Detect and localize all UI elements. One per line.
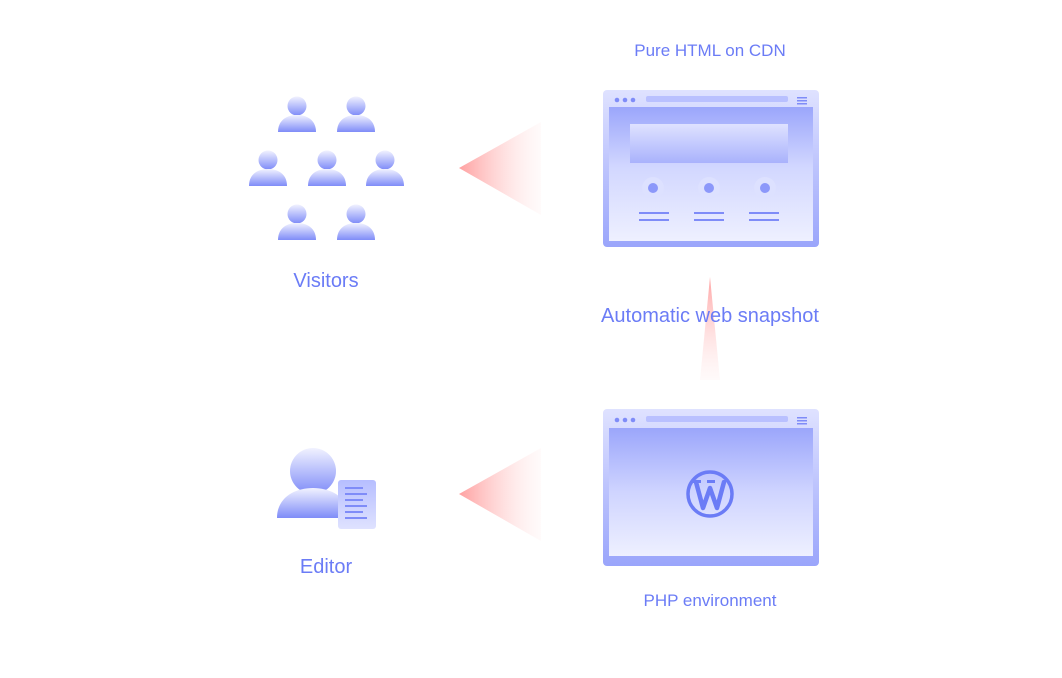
- users-group-icon: [249, 96, 404, 240]
- arrow-to-editor: [459, 448, 541, 541]
- snapshot-label: Automatic web snapshot: [601, 305, 819, 327]
- wordpress-logo: [686, 470, 734, 518]
- editor-label: Editor: [299, 556, 353, 578]
- cdn-label: Pure HTML on CDN: [634, 41, 786, 60]
- php-environment-label: PHP environment: [643, 591, 777, 610]
- arrow-snapshot-up: [700, 277, 720, 380]
- browser-window-icon: [603, 90, 819, 247]
- visitors-label: Visitors: [293, 270, 359, 292]
- arrow-to-visitors: [459, 122, 541, 215]
- browser-window-wordpress-icon: [603, 409, 819, 566]
- editor-user-document-icon: [277, 448, 376, 529]
